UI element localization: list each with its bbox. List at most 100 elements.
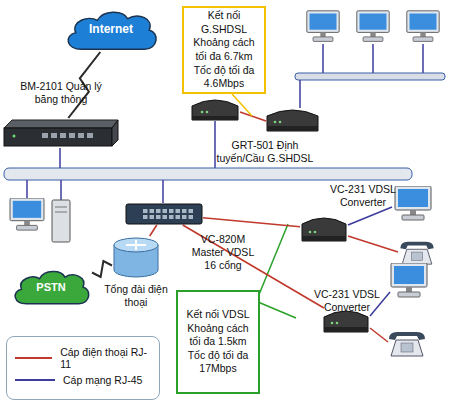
computer-icon [391, 263, 427, 297]
legend-line [15, 379, 55, 381]
modem-led [274, 121, 277, 124]
pabx-top [114, 238, 158, 252]
modem-body [302, 218, 346, 241]
legend-box: Cáp điện thoại RJ-11Cáp mạng RJ-45 [6, 336, 160, 400]
switch-port [156, 209, 161, 213]
network-cable [162, 180, 164, 203]
wireless-link [92, 261, 112, 277]
router-device [192, 100, 238, 120]
phone-cable [370, 328, 388, 342]
router-port [78, 133, 84, 138]
phone-cable-connector [203, 218, 300, 227]
callout-text: Kết nối VDSL Khoảng cách tối đa 1.5km Tố… [181, 308, 255, 376]
cloud-label: PSTN [36, 280, 65, 294]
router-port [60, 133, 66, 138]
computer-icon [357, 11, 389, 42]
server-detail [55, 207, 67, 208]
modem-led [309, 231, 312, 234]
device-name: BM-2101 Quản lý băng thông [8, 80, 114, 106]
switch-body [126, 204, 202, 224]
switch-port [169, 209, 174, 213]
router-top [4, 120, 118, 128]
device-node: VC-820M Master VDSL 16 cổng [125, 203, 203, 225]
legend-row: Cáp điện thoại RJ-11 [15, 347, 151, 369]
device-name: VC-231 VDSL Converter [290, 288, 404, 314]
legend-text: Cáp điện thoại RJ-11 [60, 346, 151, 370]
router-port [42, 133, 48, 138]
router-side [112, 120, 118, 146]
network-cable [348, 207, 392, 225]
legend-line-sample [15, 355, 52, 361]
device-name: Tổng đài điện thoại [100, 283, 172, 309]
network-cable [214, 121, 216, 168]
switch-port [163, 209, 168, 213]
device-node: VC-231 VDSL Converter [322, 308, 370, 334]
computer-icon [407, 11, 439, 42]
phone-icon [400, 242, 433, 264]
node-text-area: Kết nối VDSL Khoảng cách tối đa 1.5km Tố… [178, 292, 258, 392]
cloud-outline [15, 272, 89, 304]
pabx-shape [112, 236, 160, 278]
cloud-outline [68, 12, 156, 49]
router-port [51, 133, 57, 138]
wireless-link [68, 52, 100, 118]
modem-base [324, 327, 368, 332]
device-label: GRT-501 Định tuyến/Cầu G.SHDSL [215, 139, 315, 165]
switch-port [176, 215, 181, 219]
cloud-label: Internet [89, 22, 133, 38]
phone-cable [240, 112, 266, 121]
switch-port [163, 215, 168, 219]
phone-cable-connector [183, 225, 324, 308]
network-cable [322, 44, 324, 73]
legend-row: Cáp mạng RJ-45 [15, 369, 151, 391]
node-text-area: Internet [62, 8, 160, 52]
network-cable [60, 180, 62, 200]
switch-port [143, 215, 148, 219]
modem-shape [265, 107, 320, 133]
node-text-area: PSTN [10, 268, 92, 306]
phone-icon [389, 332, 425, 356]
device-label: BM-2101 Quản lý băng thông [8, 80, 114, 106]
callout-leader [258, 224, 288, 297]
modem-led [279, 121, 282, 124]
device-label: VC-231 VDSL Converter [290, 288, 404, 314]
network-cable [422, 44, 424, 73]
device-node: VC-231 VDSL Converter [300, 215, 348, 243]
switch-port [189, 215, 194, 219]
computer-icon [395, 186, 431, 220]
device-label: VC-820M Master VDSL 16 cổng [187, 233, 259, 272]
network-cable [59, 148, 61, 168]
router-led [13, 135, 16, 138]
callout-box: Kết nối G.SHDSL Khoảng cách tối đa 6.7km… [182, 6, 266, 94]
legend-line [15, 357, 52, 359]
switch-port [150, 209, 155, 213]
pabx-arrows [126, 240, 146, 250]
server-icon [52, 200, 70, 242]
switch-port [156, 215, 161, 219]
phone-cable-connector [150, 225, 157, 236]
workstation-group [295, 11, 445, 80]
router-front [4, 128, 112, 146]
network-cable [372, 44, 374, 73]
modem-body [324, 311, 368, 332]
device-name: GRT-501 Định tuyến/Cầu G.SHDSL [215, 139, 315, 165]
switch-port [189, 209, 194, 213]
legend-line-sample [15, 377, 55, 383]
computer-icon [307, 11, 339, 42]
switch-port [182, 209, 187, 213]
modem-body [267, 110, 318, 131]
callout-leader [258, 302, 296, 318]
switch-port [176, 209, 181, 213]
network-bus [4, 168, 412, 180]
device-node: Tổng đài điện thoại [112, 236, 160, 278]
node-text-area: Kết nối G.SHDSL Khoảng cách tối đa 6.7km… [184, 8, 264, 92]
device-node: BM-2101 Quản lý băng thông [2, 118, 120, 148]
modem-base [302, 236, 346, 241]
modem-led [331, 322, 334, 325]
phone-cable [348, 236, 398, 252]
modem-led [314, 231, 317, 234]
switch-port [150, 215, 155, 219]
legend-text: Cáp mạng RJ-45 [63, 374, 142, 386]
device-label: Tổng đài điện thoại [100, 283, 172, 309]
